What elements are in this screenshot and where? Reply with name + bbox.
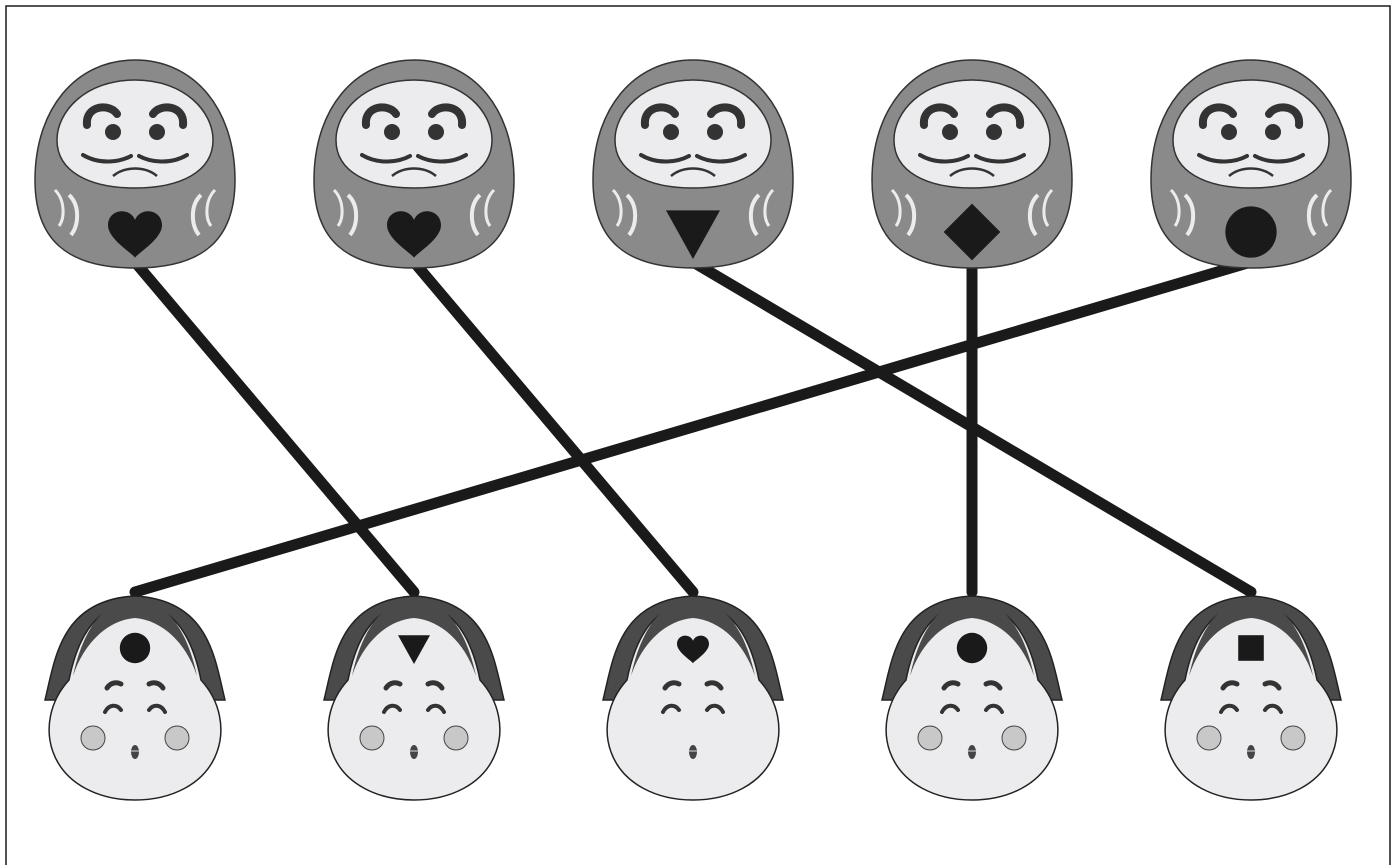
okame-figure xyxy=(324,596,504,800)
daruma-row xyxy=(35,60,1351,268)
mouth-icon xyxy=(1247,745,1255,759)
daruma-face xyxy=(615,80,771,188)
daruma-figure xyxy=(35,60,235,268)
daruma-face xyxy=(894,80,1050,188)
circle-icon xyxy=(957,633,987,663)
eye-icon xyxy=(1221,124,1237,140)
square-icon xyxy=(1238,635,1264,661)
daruma-face xyxy=(1173,80,1329,188)
cheek-icon xyxy=(918,726,942,750)
circle-icon xyxy=(1225,206,1276,257)
eye-icon xyxy=(1265,124,1281,140)
cheek-icon xyxy=(165,726,189,750)
eye-icon xyxy=(986,124,1002,140)
connection-lines xyxy=(135,262,1251,592)
connection-line xyxy=(135,262,1251,592)
cheek-icon xyxy=(360,726,384,750)
mouth-icon xyxy=(968,745,976,759)
okame-figure xyxy=(45,596,225,800)
cheek-icon xyxy=(444,726,468,750)
cheek-icon xyxy=(1281,726,1305,750)
connection-line xyxy=(414,262,693,592)
cheek-icon xyxy=(1002,726,1026,750)
cheek-icon xyxy=(1197,726,1221,750)
eye-icon xyxy=(105,124,121,140)
daruma-face xyxy=(336,80,492,188)
cheek-icon xyxy=(81,726,105,750)
mouth-icon xyxy=(689,745,697,759)
eye-icon xyxy=(428,124,444,140)
eye-icon xyxy=(942,124,958,140)
eye-icon xyxy=(663,124,679,140)
connection-line xyxy=(135,262,414,592)
okame-figure xyxy=(1161,596,1341,800)
mouth-icon xyxy=(410,745,418,759)
okame-figure xyxy=(882,596,1062,800)
eye-icon xyxy=(707,124,723,140)
circle-icon xyxy=(120,633,150,663)
eye-icon xyxy=(384,124,400,140)
daruma-figure xyxy=(872,60,1072,268)
eye-icon xyxy=(149,124,165,140)
mouth-icon xyxy=(131,745,139,759)
okame-row xyxy=(45,596,1341,800)
okame-figure xyxy=(603,596,783,800)
daruma-figure xyxy=(1151,60,1351,268)
daruma-figure xyxy=(314,60,514,268)
daruma-figure xyxy=(593,60,793,268)
daruma-face xyxy=(57,80,213,188)
